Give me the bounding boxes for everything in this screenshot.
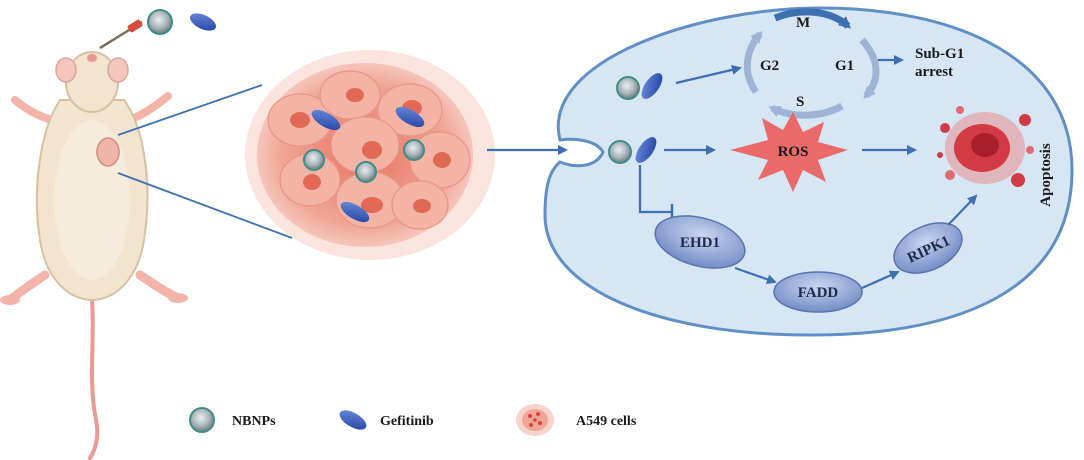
legend-a549-label: A549 cells (576, 414, 637, 429)
arrow-ehd1-to-fadd (734, 266, 777, 285)
arrow-to-cell-cycle (675, 64, 742, 85)
legend-gefitinib-icon (339, 410, 367, 430)
ros-burst (730, 112, 848, 192)
cycle-arc-g2 (743, 30, 763, 95)
mouse-tumor (96, 137, 120, 167)
protein-ehd1: EHD1 (654, 215, 746, 269)
nanoparticle (403, 139, 425, 161)
mouse-arm-left (11, 96, 56, 124)
cycle-arc-m (773, 8, 851, 29)
mouse-belly (54, 120, 130, 280)
protein-ripk1: RIPK1 (893, 222, 963, 274)
apoptosis-label: Apoptosis (1038, 143, 1054, 207)
legend-a549-icon (516, 404, 554, 436)
gefitinib-particle (395, 106, 425, 128)
gefitinib-particle (635, 137, 657, 163)
mouse-ear-right (107, 57, 129, 83)
zoom-line-top (117, 84, 263, 136)
mouse-foot-right (168, 293, 188, 303)
apoptotic-cell (937, 106, 1034, 187)
gefitinib-particle (641, 73, 663, 99)
arrow-ripk1-to-apoptosis (947, 194, 978, 226)
mouse-ear-left (55, 57, 77, 83)
cell-cycle: M G1 G2 S (743, 8, 880, 119)
nanoparticle (355, 161, 377, 183)
tumor-cluster (245, 50, 495, 260)
arrest-label-line2: arrest (915, 64, 953, 80)
arrest-label-line1: Sub-G1 (915, 46, 964, 62)
legend-gefitinib-label: Gefitinib (380, 414, 434, 429)
ros-label: ROS (778, 144, 809, 160)
zoom-line-bottom (117, 172, 293, 239)
dropper-icon (99, 19, 143, 50)
legend-nbnps-label: NBNPs (232, 414, 276, 429)
dose-gefitinib-icon (189, 13, 217, 31)
arrow-fadd-to-ripk1 (861, 270, 900, 290)
inhibition-line (638, 165, 672, 214)
nanoparticle (608, 140, 632, 164)
tumor-gefitinib-particles (311, 106, 425, 223)
legend-nbnps-icon (189, 407, 215, 433)
mouse-arm-right (126, 92, 172, 124)
nanoparticle (303, 149, 325, 171)
tumor-nanoparticles (303, 139, 425, 183)
mouse-nose (87, 54, 97, 62)
nanoparticle (616, 76, 640, 100)
dose-nanoparticle-icon (147, 9, 173, 35)
ehd1-label: EHD1 (680, 235, 720, 251)
phase-g2-label: G2 (760, 58, 779, 74)
phase-g1-label: G1 (835, 58, 854, 74)
legend: NBNPs Gefitinib A549 cells (189, 404, 637, 436)
phase-s-label: S (796, 94, 804, 110)
cycle-arc-g1 (859, 37, 880, 100)
phase-m-label: M (796, 15, 810, 31)
fadd-label: FADD (798, 285, 839, 301)
mouse-illustration (0, 51, 188, 460)
gefitinib-particle (340, 201, 370, 223)
mouse-tail (88, 298, 100, 460)
mouse-foot-left (0, 295, 20, 305)
cycle-arc-s (768, 102, 844, 119)
gefitinib-particle (311, 109, 341, 131)
protein-fadd: FADD (773, 271, 863, 313)
